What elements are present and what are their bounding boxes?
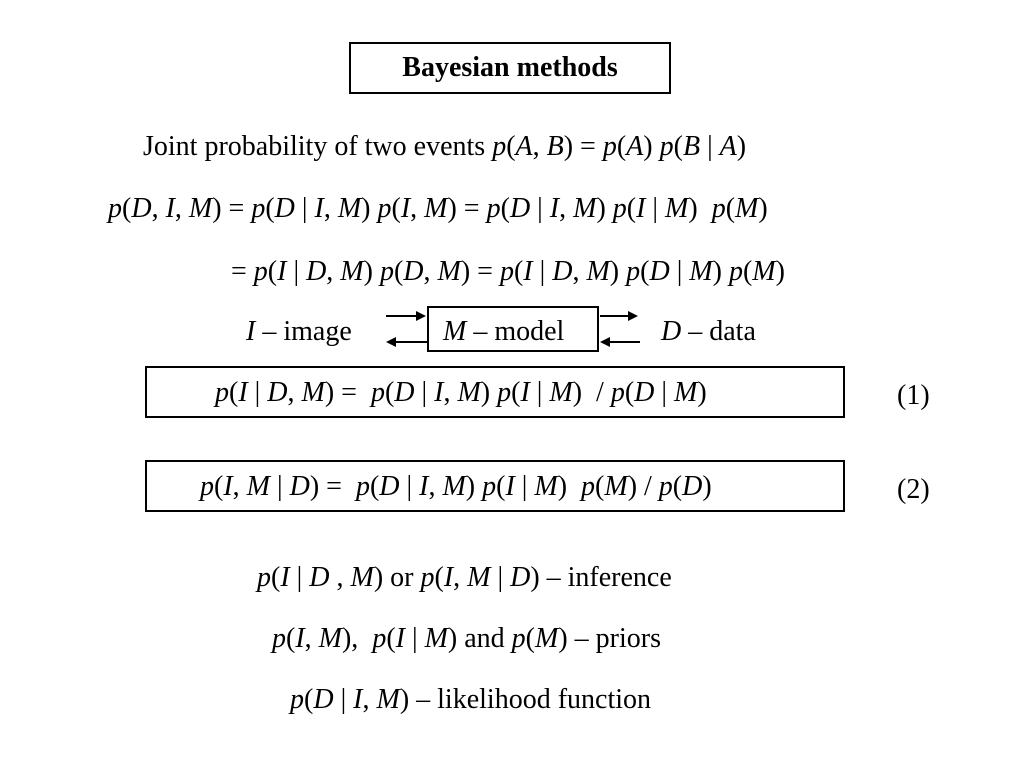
inference-label: inference (567, 562, 672, 593)
joint-intro-text: Joint probability of two events (143, 131, 486, 162)
equation-1: p(I | D, M) = p(D | I, M) p(I | M) / p(D… (215, 377, 707, 408)
equation-2-box: p(I, M | D) = p(D | I, M) p(I | M) p(M) … (145, 460, 845, 512)
likelihood-label: likelihood function (437, 684, 652, 715)
priors-label: priors (595, 623, 661, 654)
priors-and: and (464, 623, 505, 654)
image-desc: image (283, 316, 352, 347)
expansion-line-1: p(D, I, M) = p(D | I, M) p(I, M) = p(D |… (108, 193, 768, 224)
equation-1-box: p(I | D, M) = p(D | I, M) p(I | M) / p(D… (145, 366, 845, 418)
legend-data: D – data (661, 316, 756, 347)
equation-2-tag: (2) (897, 474, 930, 505)
equation-1-tag: (1) (897, 380, 930, 411)
data-desc: data (709, 316, 756, 347)
model-box (427, 306, 599, 352)
joint-probability-line: Joint probability of two events p(A, B) … (143, 131, 746, 163)
inference-or: or (390, 562, 414, 593)
equation-2: p(I, M | D) = p(D | I, M) p(I | M) p(M) … (200, 471, 712, 502)
data-symbol: D (661, 316, 682, 347)
image-symbol: I (246, 316, 256, 347)
joint-formula: p(A, B) = p(A) p(B | A) (492, 131, 747, 162)
priors-definition: p(I, M), p(I | M) and p(M) – priors (272, 623, 661, 654)
legend-image: I – image (246, 316, 352, 347)
model-symbol: M (443, 316, 467, 347)
likelihood-definition: p(D | I, M) – likelihood function (290, 684, 652, 715)
legend-model: M – model (443, 316, 565, 347)
model-desc: model (494, 316, 565, 347)
inference-definition: p(I | D , M) or p(I, M | D) – inference (257, 562, 672, 593)
expansion-line-2: = p(I | D, M) p(D, M) = p(I | D, M) p(D … (231, 256, 785, 287)
title-box: Bayesian methods (349, 42, 671, 94)
slide-title: Bayesian methods (402, 52, 618, 83)
